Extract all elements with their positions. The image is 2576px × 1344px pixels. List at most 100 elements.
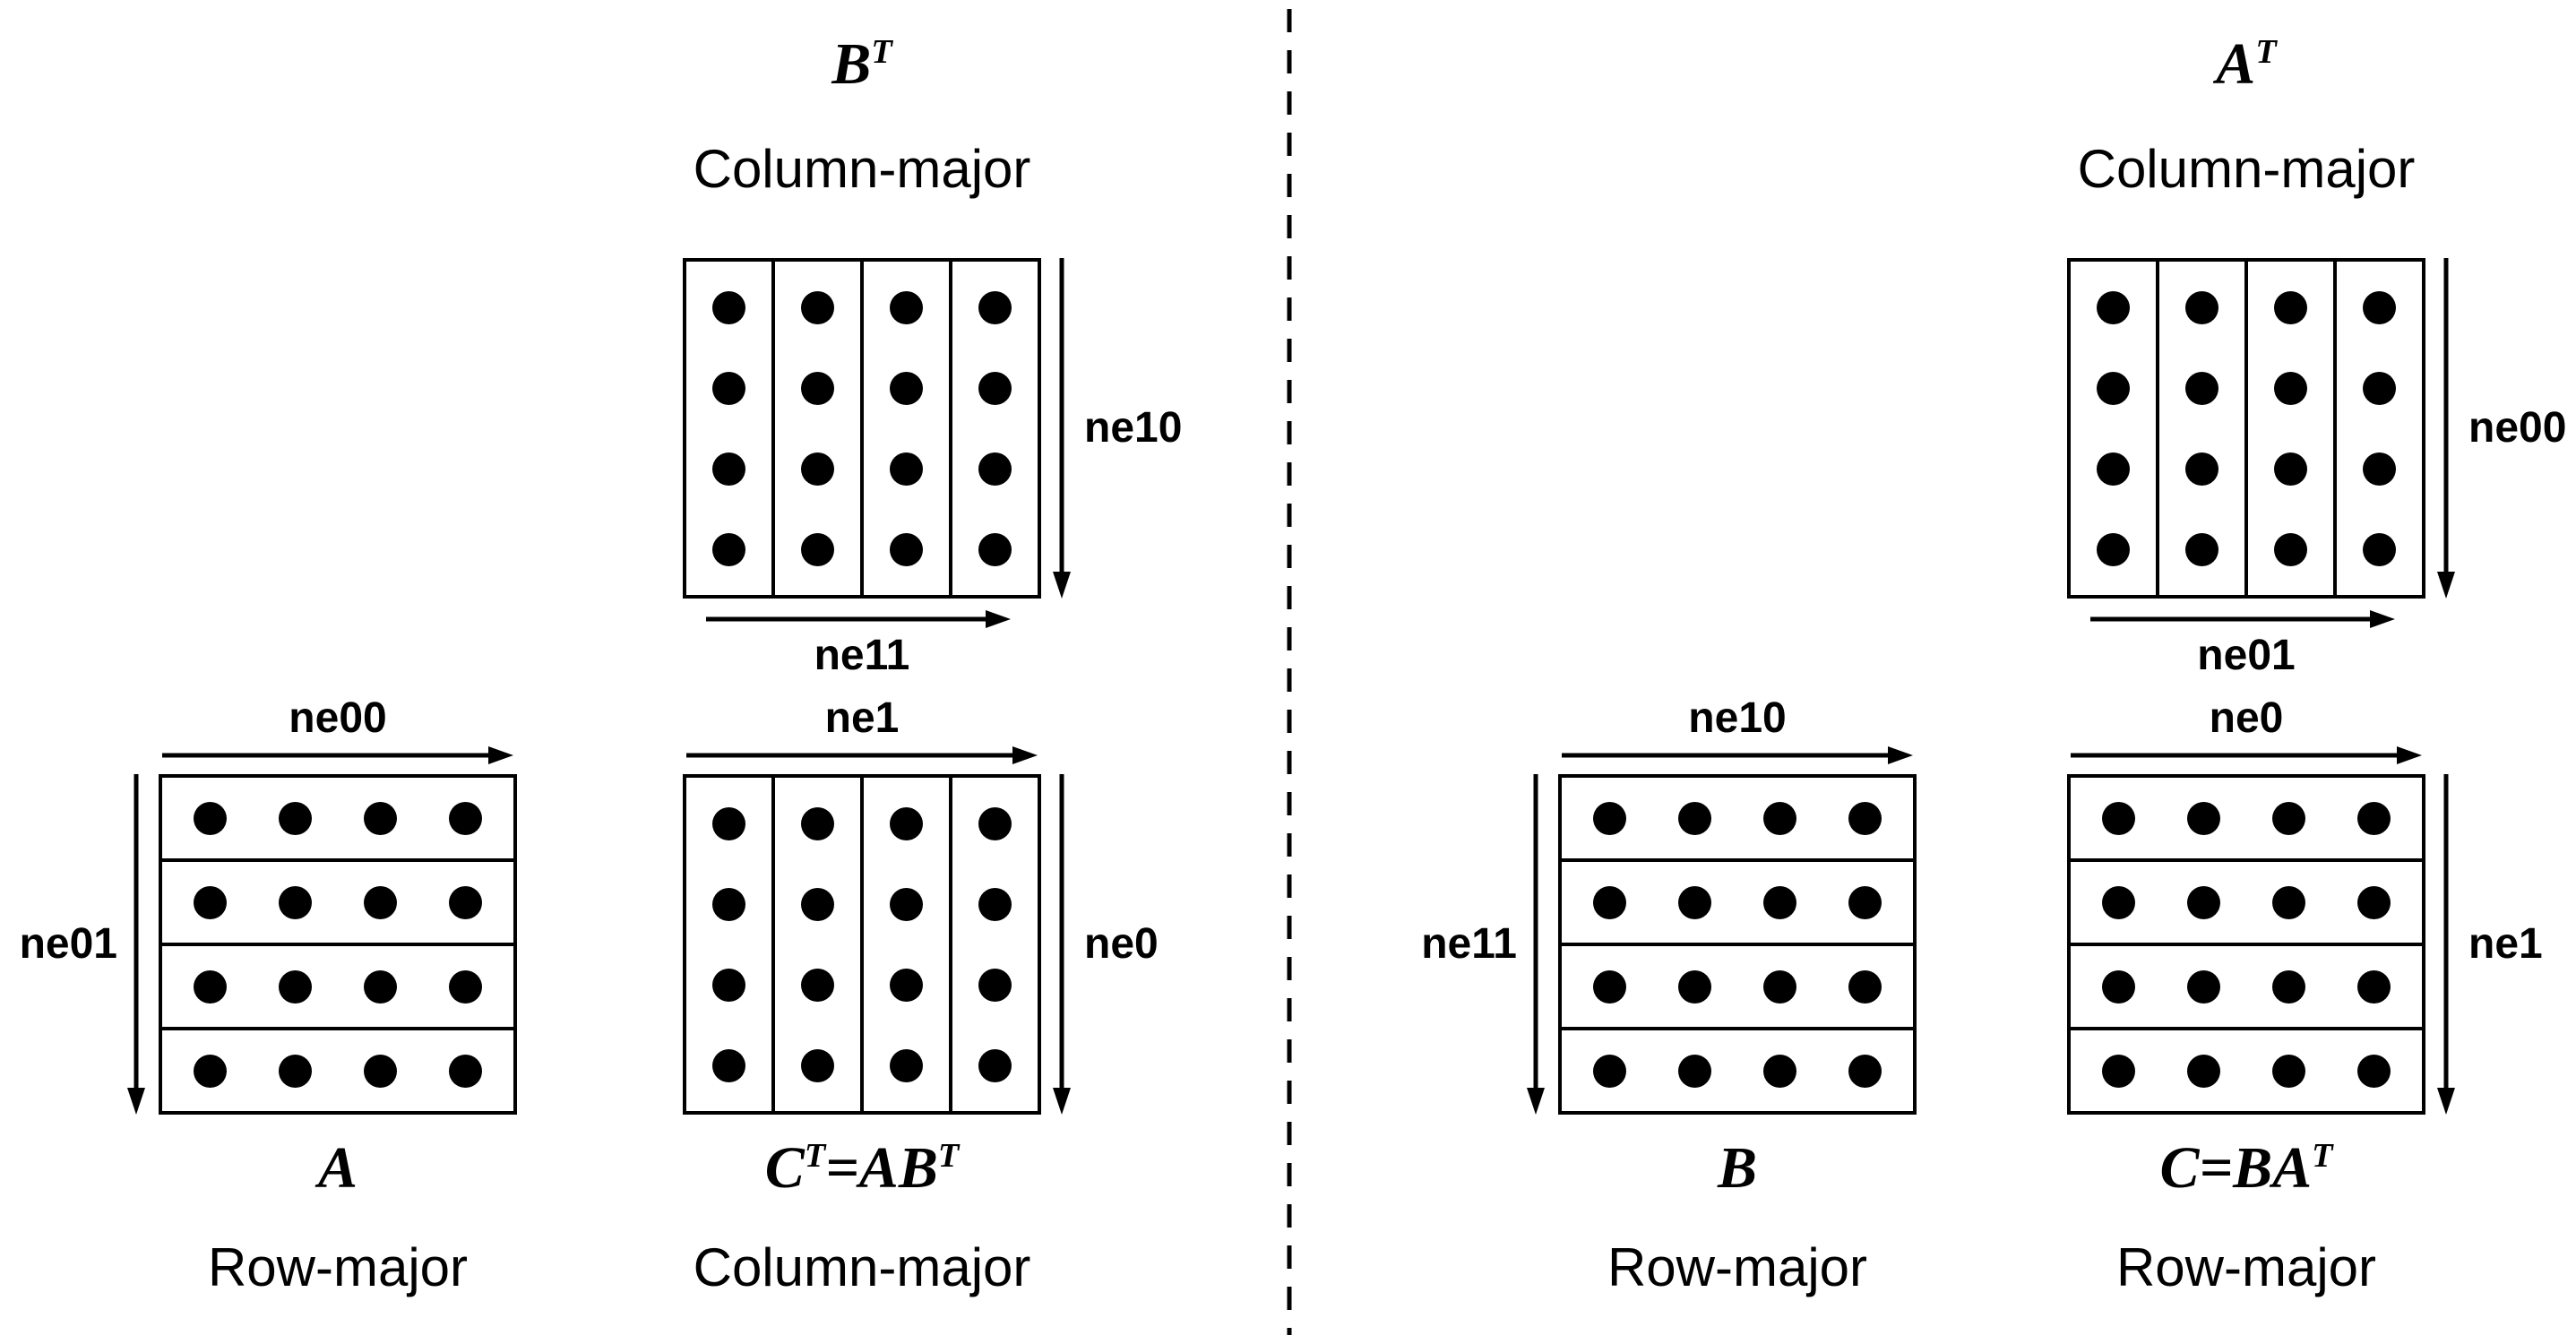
dot bbox=[978, 1048, 1012, 1082]
dot bbox=[2363, 371, 2396, 405]
dot bbox=[279, 1054, 312, 1088]
matrix-column bbox=[864, 778, 952, 1111]
matrix-row bbox=[2071, 1030, 2422, 1111]
dot bbox=[1593, 801, 1626, 835]
dot bbox=[1848, 1054, 1882, 1088]
dim-label-ne00: ne00 bbox=[289, 694, 387, 742]
matrix-title: B bbox=[1558, 1135, 1917, 1202]
matrix-column bbox=[686, 262, 775, 595]
dot bbox=[978, 532, 1012, 566]
matrix-row bbox=[2071, 778, 2422, 862]
matrix-row bbox=[2071, 946, 2422, 1030]
matrix-row bbox=[1562, 778, 1913, 862]
dot bbox=[2185, 532, 2218, 566]
dim-label-ne1: ne1 bbox=[824, 694, 900, 742]
dot bbox=[801, 887, 834, 921]
dot bbox=[2102, 885, 2135, 919]
dot bbox=[449, 801, 482, 835]
dot bbox=[194, 801, 227, 835]
dot bbox=[364, 885, 397, 919]
dot bbox=[2102, 1054, 2135, 1088]
dot bbox=[2357, 969, 2391, 1004]
dot bbox=[712, 532, 745, 566]
matrix-column bbox=[2337, 262, 2422, 595]
dot bbox=[890, 806, 923, 840]
matrix-row bbox=[162, 1030, 513, 1111]
matrix-grid bbox=[159, 774, 517, 1115]
matrix-title: AT bbox=[2067, 31, 2425, 98]
dot bbox=[2185, 371, 2218, 405]
matrix-b: ne10 ne11 B Row-major bbox=[1421, 697, 1917, 1297]
dot bbox=[978, 887, 1012, 921]
dot bbox=[801, 806, 834, 840]
matrix-layout-label: Row-major bbox=[2115, 1237, 2377, 1297]
dot bbox=[2272, 801, 2305, 835]
dot bbox=[801, 452, 834, 486]
title-seg1: B bbox=[1717, 1135, 1758, 1201]
dot bbox=[2185, 290, 2218, 324]
dot bbox=[2357, 885, 2391, 919]
dot bbox=[194, 1054, 227, 1088]
matrix-layout-label: Column-major bbox=[693, 139, 1031, 199]
dot bbox=[194, 885, 227, 919]
dim-label-ne0: ne0 bbox=[2209, 694, 2284, 742]
dim-label-ne00: ne00 bbox=[2468, 404, 2567, 452]
matrix-grid bbox=[683, 258, 1041, 599]
dot bbox=[712, 806, 745, 840]
dim-label-ne1: ne1 bbox=[2468, 920, 2543, 968]
dot bbox=[978, 452, 1012, 486]
matrix-column bbox=[2071, 262, 2159, 595]
dot bbox=[1763, 801, 1796, 835]
dot bbox=[978, 290, 1012, 324]
dim-label-ne0: ne0 bbox=[1084, 920, 1159, 968]
matrix-row bbox=[162, 862, 513, 946]
dot bbox=[978, 806, 1012, 840]
dot bbox=[1763, 885, 1796, 919]
dot bbox=[890, 452, 923, 486]
dot bbox=[801, 290, 834, 324]
matrix-row bbox=[1562, 946, 1913, 1030]
dot bbox=[2097, 371, 2130, 405]
dim-label-ne11: ne11 bbox=[814, 632, 910, 679]
dot bbox=[449, 885, 482, 919]
matrix-column bbox=[2159, 262, 2248, 595]
matrix-layout-label: Row-major bbox=[1607, 1237, 1868, 1297]
dim-label-ne10: ne10 bbox=[1084, 404, 1183, 452]
dot bbox=[2272, 969, 2305, 1004]
dot bbox=[2274, 532, 2307, 566]
title-seg1: A bbox=[2216, 31, 2256, 97]
title-seg1: C bbox=[764, 1135, 805, 1201]
dot bbox=[712, 1048, 745, 1082]
dot bbox=[364, 969, 397, 1004]
matrix-b-transpose: BT Column-major ne10 ne11 bbox=[683, 31, 1182, 677]
dot bbox=[2363, 290, 2396, 324]
matrix-layout-label: Column-major bbox=[2077, 139, 2416, 199]
matrix-column bbox=[775, 778, 864, 1111]
matrix-grid bbox=[2067, 774, 2425, 1115]
dot bbox=[712, 290, 745, 324]
matrix-a: ne00 ne01 A Row-major bbox=[20, 697, 517, 1297]
matrix-grid bbox=[1558, 774, 1917, 1115]
dot bbox=[801, 371, 834, 405]
dot bbox=[2357, 1054, 2391, 1088]
dot bbox=[449, 969, 482, 1004]
matrix-column bbox=[864, 262, 952, 595]
dot bbox=[801, 968, 834, 1002]
dot bbox=[1848, 885, 1882, 919]
dot bbox=[2187, 885, 2220, 919]
dim-label-ne11: ne11 bbox=[1421, 920, 1517, 968]
dot bbox=[2363, 532, 2396, 566]
dot bbox=[890, 290, 923, 324]
dot bbox=[2363, 452, 2396, 486]
matrix-column bbox=[952, 778, 1038, 1111]
matrix-column bbox=[952, 262, 1038, 595]
dot bbox=[712, 371, 745, 405]
dot bbox=[2097, 290, 2130, 324]
arrow-down-icon bbox=[125, 774, 148, 1115]
dot bbox=[801, 532, 834, 566]
dot bbox=[1678, 801, 1711, 835]
dot bbox=[2274, 371, 2307, 405]
